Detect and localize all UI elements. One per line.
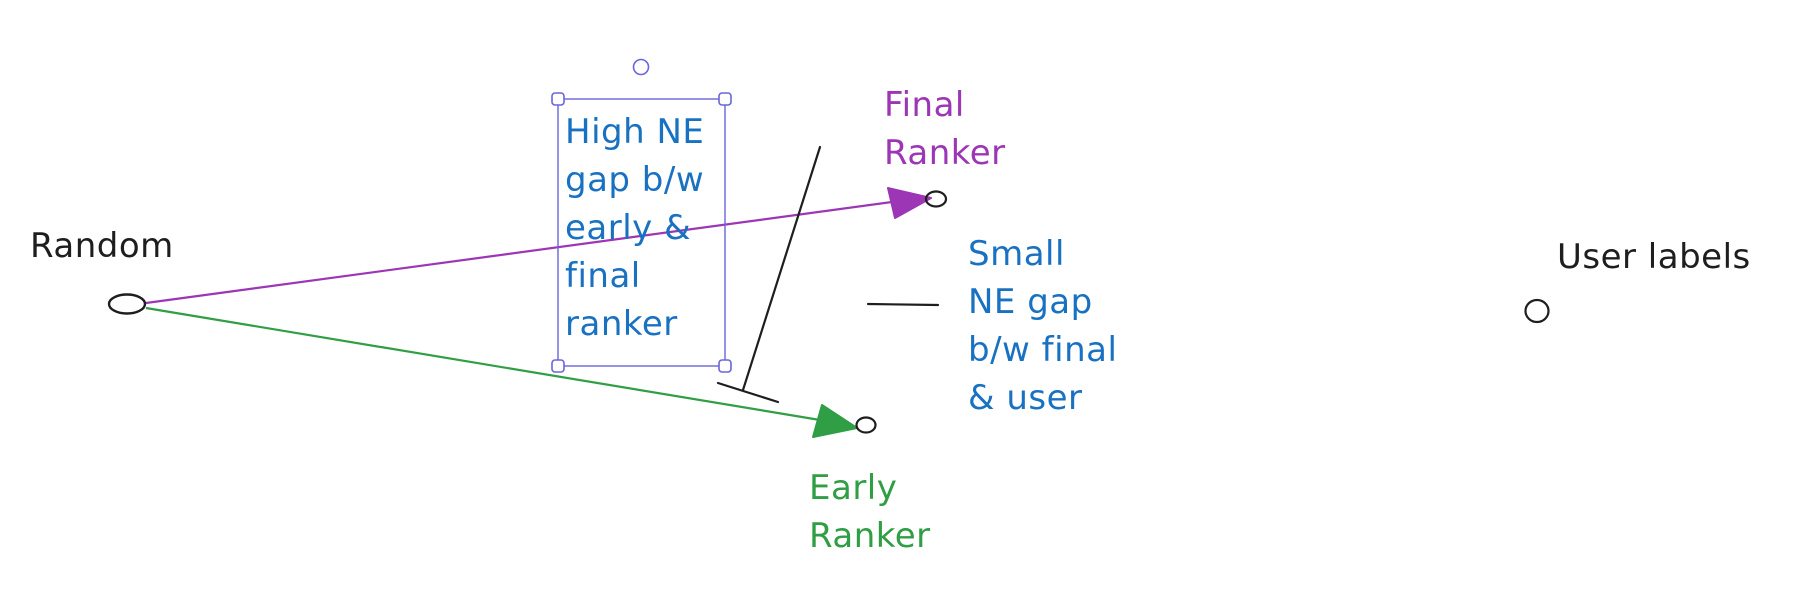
resize-handle-bottom-left[interactable] [551, 359, 565, 373]
user-labels-label[interactable]: User labels [1557, 237, 1751, 277]
arrow-head [812, 404, 858, 438]
arrow-shaft [145, 200, 893, 305]
annotation-line: final [565, 256, 641, 296]
arrow-random-to-final-ranker[interactable] [145, 187, 932, 305]
label-line: Final [884, 85, 965, 125]
bracket-foot [716, 381, 780, 404]
early-ranker-node[interactable] [855, 416, 877, 434]
label-line: Ranker [809, 516, 931, 556]
rotate-handle[interactable] [632, 58, 650, 76]
small-gap-annotation[interactable]: Small NE gap b/w final & user [968, 230, 1117, 422]
resize-handle-top-left[interactable] [551, 92, 565, 106]
annotation-line: ranker [565, 304, 678, 344]
early-ranker-label[interactable]: Early Ranker [809, 464, 931, 560]
gap-bracket-large[interactable] [716, 145, 822, 404]
arrow-random-to-early-ranker[interactable] [145, 306, 858, 438]
bracket-line [741, 145, 822, 392]
random-node[interactable] [107, 293, 147, 315]
label-line: Early [809, 468, 898, 508]
arrow-head [887, 187, 932, 219]
annotation-line: & user [968, 378, 1083, 418]
annotation-line: b/w final [968, 330, 1118, 370]
label-line: Ranker [884, 133, 1006, 173]
arrow-shaft [145, 306, 821, 422]
user-labels-node[interactable] [1524, 298, 1550, 324]
final-ranker-node[interactable] [924, 190, 948, 208]
random-label[interactable]: Random [30, 226, 174, 266]
annotation-line: High NE [565, 112, 705, 152]
annotation-line: Small [968, 234, 1065, 274]
selection-outline [557, 98, 726, 367]
annotation-line: NE gap [968, 282, 1093, 322]
annotation-line: early & [565, 208, 692, 248]
selection-frame[interactable] [551, 58, 732, 373]
gap-bracket-small[interactable] [866, 302, 940, 307]
final-ranker-label[interactable]: Final Ranker [884, 81, 1006, 177]
annotation-line: gap b/w [565, 160, 705, 200]
resize-handle-top-right[interactable] [718, 92, 732, 106]
resize-handle-bottom-right[interactable] [718, 359, 732, 373]
high-gap-annotation[interactable]: High NE gap b/w early & final ranker [565, 108, 704, 348]
